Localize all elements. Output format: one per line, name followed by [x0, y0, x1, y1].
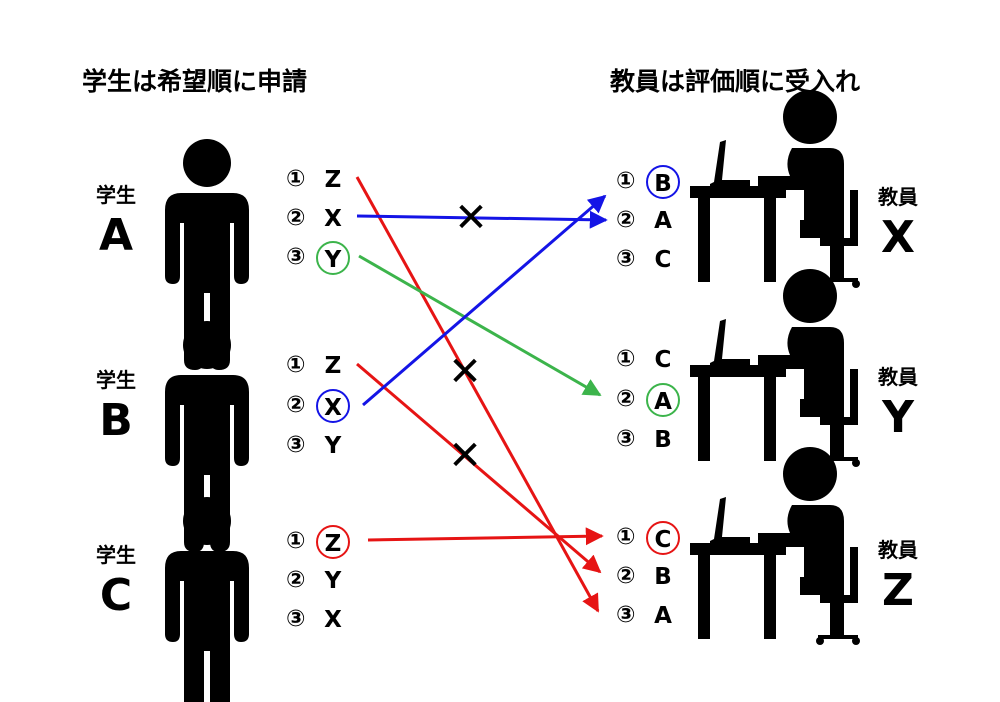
student-a-letter: A — [98, 210, 134, 261]
reject-mark-a-to-z: ✕ — [448, 349, 482, 395]
arrow-b-to-x — [362, 194, 607, 407]
teacher-y-role: 教員 — [878, 365, 918, 389]
arrow-c-to-z — [367, 527, 604, 546]
arrow-a-to-z — [355, 176, 600, 613]
student-a-role: 学生 — [96, 183, 136, 207]
reject-mark-a-to-x: ✕ — [454, 195, 488, 241]
teacher-x-icon — [690, 90, 860, 288]
heading-teachers: 教員は評価順に受入れ — [610, 67, 861, 96]
student-c-letter: C — [99, 570, 133, 621]
arrow-a-to-x — [356, 210, 608, 229]
heading-students: 学生は希望順に申請 — [82, 67, 308, 96]
teacher-x-letter: X — [881, 212, 915, 263]
teacher-z-role: 教員 — [878, 538, 918, 562]
student-c-icon — [165, 497, 249, 702]
student-c-role: 学生 — [96, 543, 136, 567]
teacher-x-role: 教員 — [878, 185, 918, 209]
teacher-y-letter: Y — [882, 392, 914, 443]
student-b-role: 学生 — [96, 368, 136, 392]
reject-mark-b-to-z: ✕ — [448, 433, 482, 479]
teacher-z-icon — [690, 447, 860, 645]
student-b-letter: B — [99, 395, 133, 446]
teacher-y-icon — [690, 269, 860, 467]
teacher-z-letter: Z — [882, 565, 914, 616]
arrow-a-to-y — [358, 254, 602, 397]
